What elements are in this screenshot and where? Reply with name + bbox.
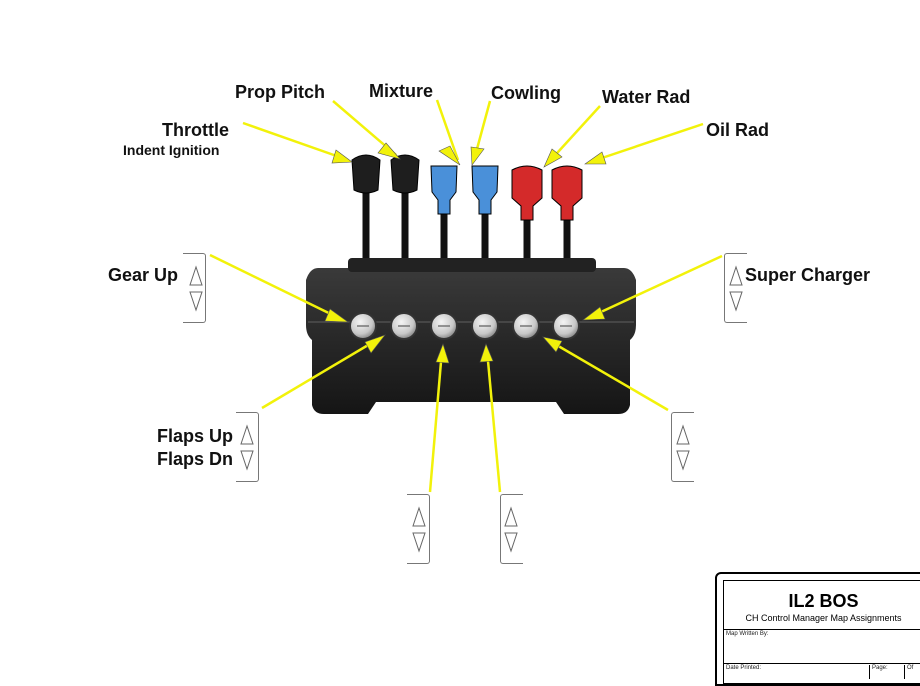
title-block-title: IL2 BOS (788, 591, 859, 611)
mixture-lever-knob (430, 165, 458, 215)
prop-pitch-label: Prop Pitch (235, 82, 326, 102)
cowling-label: Cowling (491, 83, 561, 103)
flaps-bracket (236, 412, 259, 482)
button-4-bracket (500, 494, 523, 564)
up-down-arrow-icons (189, 265, 743, 553)
button-3-bracket (407, 494, 430, 564)
throttle-lever-knob (351, 154, 381, 194)
gear-up-bracket (183, 253, 206, 323)
throttle-label: Throttle (162, 120, 229, 140)
arrow-throttle (242, 121, 353, 164)
title-block-subtitle: CH Control Manager Map Assignments (745, 613, 902, 623)
map-written-by-label: Map Written By: (726, 631, 769, 637)
throttle-sublabel: Indent Ignition (123, 142, 220, 158)
button-6-bracket (671, 412, 694, 482)
super-charger-label: Super Charger (745, 265, 871, 285)
oil-rad-label: Oil Rad (706, 120, 770, 140)
arrow-oil-rad (584, 122, 704, 165)
arrow-gear-up (209, 253, 349, 323)
title-block-inner: IL2 BOS CH Control Manager Map Assignmen… (723, 580, 920, 684)
arrow-button-4 (479, 343, 502, 493)
arrow-prop-pitch (332, 100, 401, 160)
flaps-arrow-icons (240, 424, 254, 471)
button-3-arrow-icons (412, 506, 426, 553)
arrow-button-3 (428, 343, 450, 493)
button-4-arrow-icons (504, 506, 518, 553)
arrow-mixture (435, 99, 461, 166)
arrow-super-charger (582, 254, 723, 321)
super-charger-bracket (724, 253, 747, 323)
water-rad-lever-knob (511, 165, 543, 221)
gear-up-label: Gear Up (108, 265, 179, 285)
cowling-lever-knob (471, 165, 499, 215)
lever-knobs (351, 154, 583, 221)
super-charger-arrow-icons (729, 265, 743, 312)
flaps-dn-label: Flaps Dn (157, 449, 234, 469)
title-block: IL2 BOS CH Control Manager Map Assignmen… (715, 572, 920, 686)
title-block-divider (724, 629, 920, 630)
mixture-label: Mixture (369, 81, 434, 101)
device-body (306, 258, 636, 414)
throttle-quadrant-diagram (189, 99, 743, 553)
callout-arrows (209, 99, 723, 493)
water-rad-label: Water Rad (602, 87, 691, 107)
button-6-arrow-icons (676, 424, 690, 471)
page-label: Page: (869, 665, 888, 679)
arrow-water-rad (543, 105, 601, 168)
gear-up-arrow-icons (189, 265, 203, 312)
arrow-flaps (261, 334, 386, 410)
flaps-up-label: Flaps Up (157, 426, 234, 446)
of-label: Of (904, 665, 913, 679)
arrow-cowling (470, 100, 492, 166)
title-block-divider (724, 663, 920, 664)
arrow-button-6 (542, 336, 669, 412)
oil-rad-lever-knob (551, 165, 583, 221)
date-printed-label: Date Printed: (726, 665, 762, 671)
prop-pitch-lever-knob (390, 154, 420, 194)
hat-buttons (349, 312, 580, 340)
